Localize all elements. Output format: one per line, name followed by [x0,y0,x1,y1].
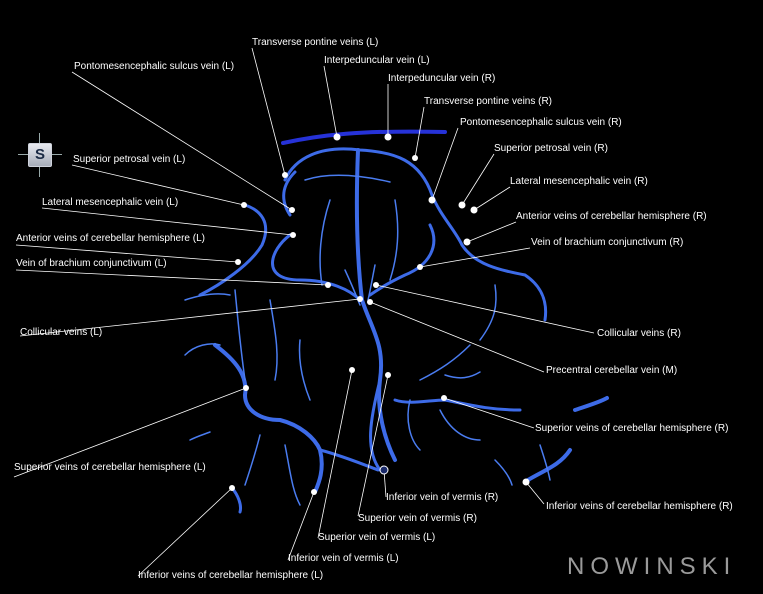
label-superior-petrosal-vein-r: Superior petrosal vein (R) [494,143,608,154]
right-lower-vein [526,448,572,482]
label-interpeduncular-vein-r: Interpeduncular vein (R) [388,73,496,84]
marker [384,133,392,141]
label-superior-petrosal-vein-l: Superior petrosal vein (L) [73,154,186,165]
label-transverse-pontine-veins-r: Transverse pontine veins (R) [424,96,553,107]
markers [229,133,530,495]
right-lateral-vein [430,193,548,322]
thin-branches [184,174,551,506]
label-inferior-vein-vermis-r: Inferior vein of vermis (R) [386,492,499,503]
marker [441,395,447,401]
leader-superior-hemisphere-l [13,387,247,478]
transverse-pontine-arc [281,129,447,145]
label-interpeduncular-vein-l: Interpeduncular vein (L) [324,55,430,66]
left-lower-branch [230,486,242,514]
leader-lateral-mesencephalic-l [41,207,294,236]
label-lateral-mesencephalic-vein-l: Lateral mesencephalic vein (L) [42,197,179,208]
leader-lateral-mesencephalic-r [473,186,511,211]
label-lateral-mesencephalic-vein-r: Lateral mesencephalic vein (R) [510,176,648,187]
leader-superior-hemisphere-r [443,397,535,429]
leader-lines [13,47,595,577]
label-collicular-veins-l: Collicular veins (L) [20,327,103,338]
marker [373,282,379,288]
leader-superior-petrosal-l [71,164,245,206]
label-pontomesencephalic-sulcus-vein-l: Pontomesencephalic sulcus vein (L) [74,61,235,72]
vermis-vein [369,378,382,472]
marker [379,465,389,475]
leader-pontomesencephalic-r [431,127,459,201]
marker [333,133,341,141]
label-inferior-veins-cerebellar-hemisphere-r: Inferior veins of cerebellar hemisphere … [546,501,733,512]
leader-inferior-hemisphere-l [137,487,233,577]
leader-transverse-pontine-r [414,106,425,159]
marker [289,207,295,213]
leader-inferior-hemisphere-r [525,481,545,505]
leader-superior-petrosal-r [461,153,495,206]
label-pontomesencephalic-sulcus-vein-r: Pontomesencephalic sulcus vein (R) [460,117,622,128]
label-superior-vein-vermis-l: Superior vein of vermis (L) [318,532,436,543]
label-transverse-pontine-veins-l: Transverse pontine veins (L) [252,37,379,48]
marker [470,206,478,214]
leader-collicular-r [375,284,595,334]
label-precentral-cerebellar-vein-m: Precentral cerebellar vein (M) [546,365,678,376]
label-collicular-veins-r: Collicular veins (R) [597,328,681,339]
marker [282,172,288,178]
right-lateral-branch [368,223,436,297]
label-superior-vein-vermis-r: Superior vein of vermis (R) [358,513,477,524]
label-inferior-vein-vermis-l: Inferior vein of vermis (L) [288,553,399,564]
label-superior-veins-cerebellar-hemisphere-r: Superior veins of cerebellar hemisphere … [535,423,729,434]
marker [325,282,331,288]
leader-superior-vermis-r [357,374,389,517]
marker [463,238,471,246]
label-superior-veins-cerebellar-hemisphere-l: Superior veins of cerebellar hemisphere … [14,462,206,473]
marker [357,296,363,302]
left-upper-loop [282,170,297,217]
left-lateral-vein [198,203,268,297]
leader-transverse-pontine-l [251,47,286,176]
leader-precentral-m [369,301,545,373]
leader-collicular-l [19,298,361,337]
marker [522,478,530,486]
brand-logo: NOWINSKI [567,553,737,580]
leader-brachium-r [419,247,531,268]
left-hemisphere-vein [213,343,324,494]
marker [367,299,373,305]
label-vein-brachium-conjunctivum-l: Vein of brachium conjunctivum (L) [16,258,167,269]
leader-superior-vermis-l [317,369,353,539]
marker [290,232,296,238]
leader-inferior-vermis-r [383,469,387,498]
leader-brachium-l [15,269,329,286]
marker [385,372,391,378]
leader-anterior-cerebellar-r [466,221,517,243]
vein-network [184,129,609,514]
leader-interpeduncular-l [323,65,338,138]
marker [428,196,436,204]
orientation-cube-icon[interactable]: S [18,133,62,177]
label-vein-brachium-conjunctivum-r: Vein of brachium conjunctivum (R) [531,237,684,248]
orientation-letter: S [28,143,52,167]
marker [412,155,418,161]
leader-pontomesencephalic-l [71,71,293,211]
marker [349,367,355,373]
leader-anterior-cerebellar-l [15,244,239,263]
right-far-vein [573,396,609,412]
marker [311,489,317,495]
marker [229,485,235,491]
label-anterior-veins-cerebellar-hemisphere-l: Anterior veins of cerebellar hemisphere … [16,233,205,244]
label-inferior-veins-cerebellar-hemisphere-l: Inferior veins of cerebellar hemisphere … [138,570,324,581]
marker [458,201,466,209]
leader-inferior-vermis-l [287,491,315,561]
label-anterior-veins-cerebellar-hemisphere-r: Anterior veins of cerebellar hemisphere … [516,211,707,222]
left-hemisphere-branch [318,448,380,472]
marker [235,259,241,265]
marker [243,385,249,391]
left-lateral-branch [271,233,362,302]
marker [417,264,423,270]
marker [241,202,247,208]
precentral-vein [354,148,397,462]
right-hemisphere-vein [393,398,522,412]
